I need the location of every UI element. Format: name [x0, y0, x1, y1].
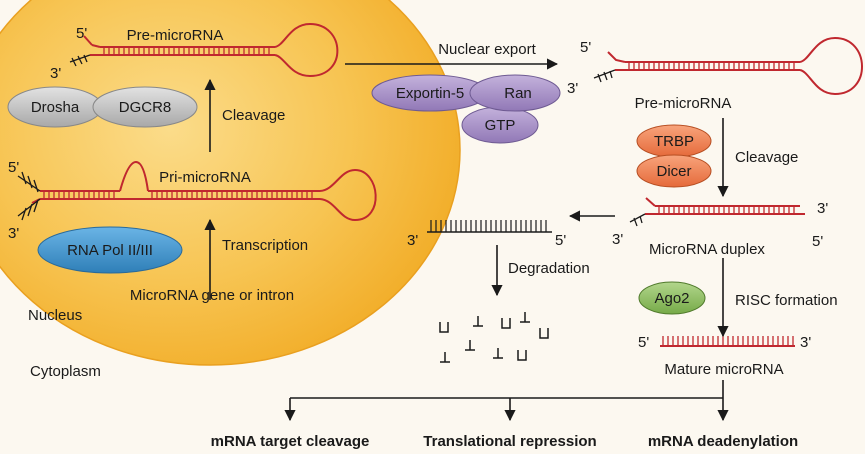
exportin-ran-gtp-complex: Exportin-5 Ran GTP	[371, 74, 561, 144]
cyto-pre-microrna-label: Pre-microRNA	[635, 95, 732, 112]
pri-5-label: 5'	[8, 159, 19, 176]
rna-pol-complex: RNA Pol II/III	[37, 226, 183, 274]
degradation-label: Degradation	[508, 260, 590, 277]
nuclear-pre-3-label: 3'	[50, 65, 61, 82]
microrna-duplex	[629, 197, 805, 227]
ago2-label: Ago2	[654, 290, 689, 307]
outcome-translational-repression: Translational repression	[423, 433, 596, 450]
duplex-5-bottom-label: 5'	[812, 233, 823, 250]
deg-3-label: 3'	[407, 232, 418, 249]
deg-5-label: 5'	[555, 232, 566, 249]
nuclear-cleavage-label: Cleavage	[222, 107, 285, 124]
outcome-target-cleavage: mRNA target cleavage	[211, 433, 370, 450]
dicer-label: Dicer	[656, 163, 691, 180]
degraded-strand	[427, 220, 552, 233]
cytoplasm-label: Cytoplasm	[30, 363, 101, 380]
exportin-label: Exportin-5	[396, 85, 464, 102]
nuclear-pre-microrna-label: Pre-microRNA	[127, 27, 224, 44]
mature-3-label: 3'	[800, 334, 811, 351]
gene-label: MicroRNA gene or intron	[130, 287, 294, 304]
trbp-dicer-complex: TRBP Dicer	[636, 124, 712, 188]
cyto-pre-5-label: 5'	[580, 39, 591, 56]
nuclear-export-label: Nuclear export	[438, 41, 536, 58]
transcription-label: Transcription	[222, 237, 308, 254]
risc-label: RISC formation	[735, 292, 838, 309]
nuclear-pre-microrna	[69, 22, 339, 78]
nucleus-label: Nucleus	[28, 307, 82, 324]
rna-pol-label: RNA Pol II/III	[67, 242, 153, 259]
cyto-pre-microrna	[593, 36, 863, 96]
nuclear-pre-5-label: 5'	[76, 25, 87, 42]
pri-microrna-structure	[17, 160, 377, 222]
pri-microrna-label: Pri-microRNA	[159, 169, 251, 186]
pri-3-label: 3'	[8, 225, 19, 242]
duplex-label: MicroRNA duplex	[649, 241, 765, 258]
mature-label: Mature microRNA	[664, 361, 783, 378]
duplex-3-bottom-label: 3'	[612, 231, 623, 248]
mature-microrna	[660, 336, 795, 347]
ran-label: Ran	[504, 85, 532, 102]
outcome-deadenylation: mRNA deadenylation	[648, 433, 798, 450]
drosha-label: Drosha	[31, 99, 80, 116]
drosha-dgcr8-complex: Drosha DGCR8	[7, 86, 198, 128]
degradation-fragments	[439, 312, 549, 363]
dicer-cleavage-label: Cleavage	[735, 149, 798, 166]
ago2-protein: Ago2	[638, 281, 706, 315]
dgcr8-label: DGCR8	[119, 99, 172, 116]
mature-5-label: 5'	[638, 334, 649, 351]
trbp-label: TRBP	[654, 133, 694, 150]
cyto-pre-3-label: 3'	[567, 80, 578, 97]
gtp-label: GTP	[485, 117, 516, 134]
duplex-3-top-label: 3'	[817, 200, 828, 217]
